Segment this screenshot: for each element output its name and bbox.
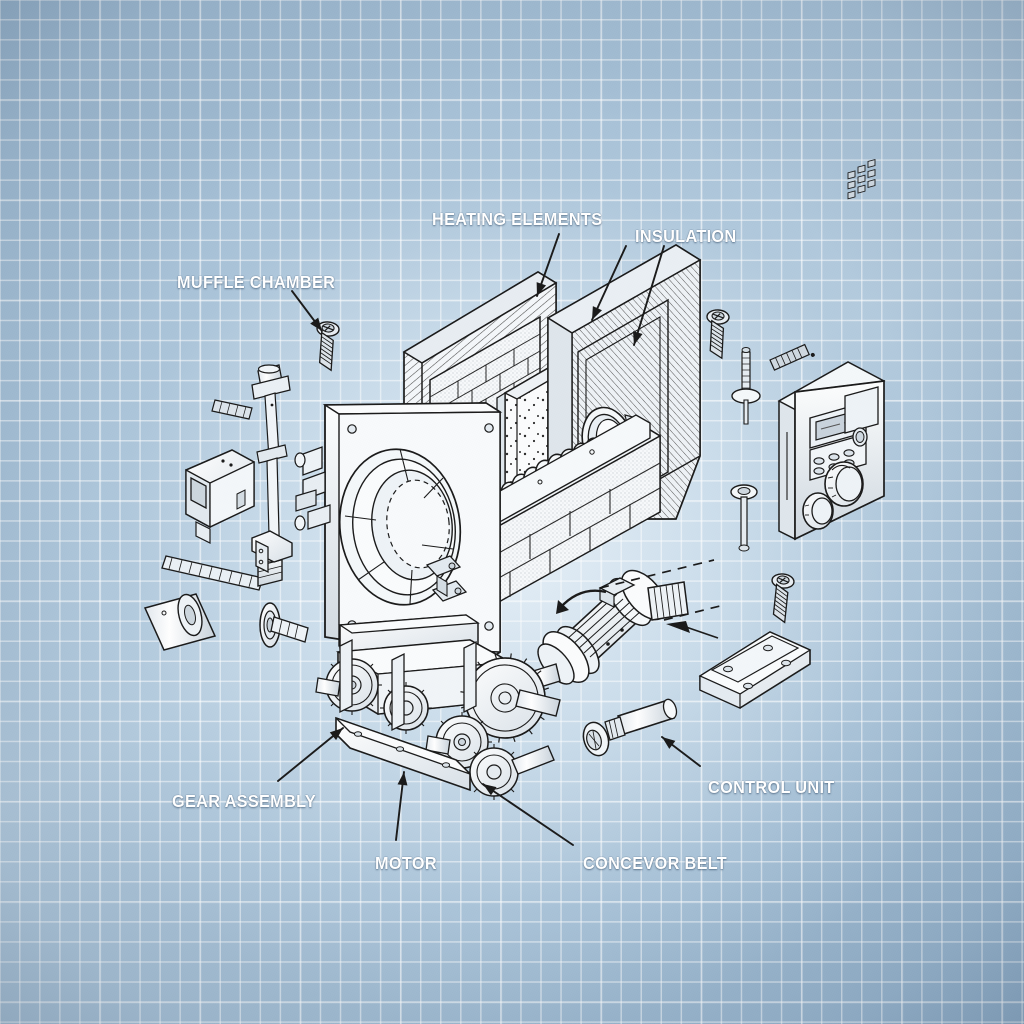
leader-insulation-2 <box>633 245 665 346</box>
part-front-door-plate <box>294 402 503 663</box>
control-keypad[interactable] <box>844 158 879 434</box>
part-bushing-cylinder <box>143 593 217 651</box>
part-base-frame <box>339 638 477 732</box>
callout-concevor-belt: CONCEVOR BELT <box>583 853 728 873</box>
control-knob-main[interactable] <box>824 461 864 507</box>
leader-gear-assembly <box>277 727 344 782</box>
part-conveyor-roller <box>582 698 678 757</box>
annotation-motion-arrow <box>556 589 607 614</box>
leader-insulation-2-arrowhead <box>632 331 643 345</box>
leader-muffle-chamber-arrowhead <box>310 317 322 331</box>
annotation-assembly-axis <box>599 559 721 621</box>
callout-muffle-chamber: MUFFLE CHAMBER <box>177 272 336 292</box>
part-bearing-hub <box>259 602 309 648</box>
control-knob-secondary[interactable] <box>802 492 834 530</box>
part-pin-small <box>211 399 253 420</box>
leader-control-unit-arrowhead <box>662 737 676 749</box>
part-rivets <box>730 343 815 552</box>
leader-motor-arrowhead <box>397 772 408 786</box>
callout-motor: MOTOR <box>375 853 437 873</box>
callout-arrowheads <box>310 282 676 796</box>
callout-leader-lines <box>277 233 701 846</box>
part-control-panel[interactable] <box>777 158 886 541</box>
leader-concevor-belt-arrowhead <box>483 784 497 796</box>
control-indicator-light <box>852 427 868 447</box>
callout-heating-elements: HEATING ELEMENTS <box>432 209 603 229</box>
leader-insulation-arrowhead <box>592 306 602 320</box>
callout-control-unit: CONTROL UNIT <box>708 777 835 797</box>
leader-concevor-belt <box>482 783 574 846</box>
part-mounting-rail <box>335 716 471 792</box>
leader-heating-elements-arrowhead <box>536 282 547 296</box>
part-drive-motor <box>529 569 689 690</box>
leader-gear-assembly-arrowhead <box>329 728 343 741</box>
callout-insulation: INSULATION <box>635 226 737 246</box>
part-channel-bracket <box>698 631 812 709</box>
callout-gear-assembly: GEAR ASSEMBLY <box>172 791 317 811</box>
part-threaded-rod <box>161 555 264 591</box>
part-l-bracket <box>251 530 293 574</box>
leader-insulation <box>591 245 627 321</box>
part-sensor-box <box>185 449 255 544</box>
annotation-axis-arrow <box>666 621 719 639</box>
